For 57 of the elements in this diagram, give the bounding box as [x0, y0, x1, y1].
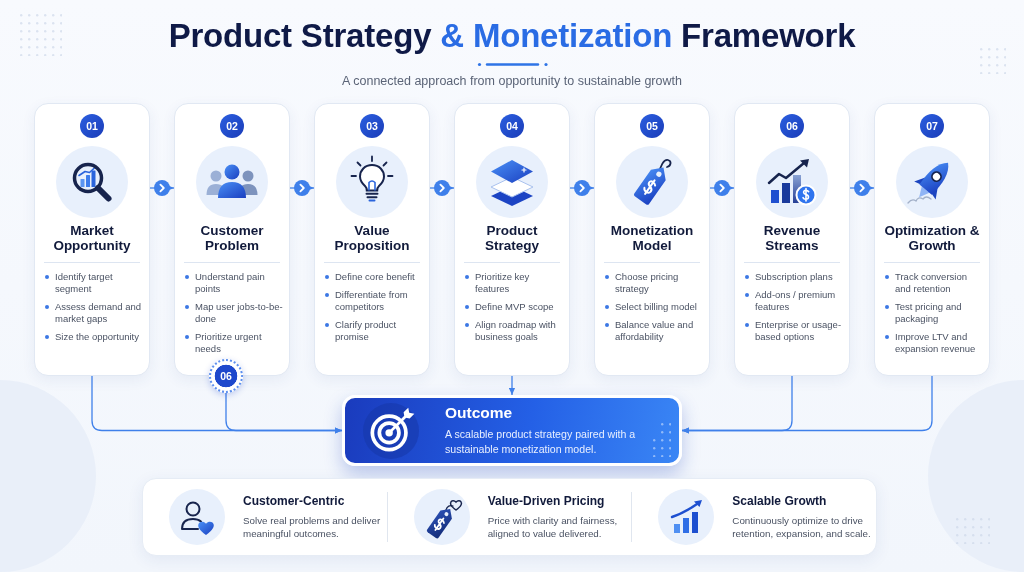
step-title: Value Proposition — [333, 223, 411, 253]
principles-panel — [142, 478, 877, 556]
bullet-text: Define core benefit — [325, 271, 423, 283]
step-number-badge: 06 — [780, 114, 804, 138]
step-number-badge: 03 — [360, 114, 384, 138]
step-card — [734, 103, 850, 376]
step-title: Revenue Streams — [762, 223, 822, 253]
bullet-text: Improve LTV and expansion revenue — [885, 331, 983, 355]
bullet-text: Identify target segment — [45, 271, 143, 295]
step-title: Product Strategy — [484, 223, 540, 253]
step-number-badge: 06 — [209, 359, 243, 393]
step-card — [454, 103, 570, 376]
bullet-text: Map user jobs-to-be-done — [185, 301, 283, 325]
bullet-text: Choose pricing strategy — [605, 271, 703, 295]
step-title: Customer Problem — [199, 223, 265, 253]
step-title: Optimization & Growth — [883, 223, 981, 253]
outcome-box — [342, 395, 682, 466]
outcome-title: Outcome — [445, 404, 514, 422]
bullet-text: Track conversion and retention — [885, 271, 983, 295]
step-number-badge: 01 — [80, 114, 104, 138]
principle-description: Price with clarity and fairness, aligned to value delivered. — [487, 514, 619, 540]
bullet-text: Clarify product promise — [325, 319, 423, 343]
bullet-text: Differentiate from competitors — [325, 289, 423, 313]
step-number-badge: 05 — [640, 114, 664, 138]
principle-title: Scalable Growth — [732, 494, 828, 509]
arrow — [225, 392, 343, 434]
bullet-text: Enterprise or usage-based options — [745, 319, 843, 343]
arrow — [508, 375, 516, 396]
arrow — [681, 375, 933, 434]
principle-description: Continuously optimize to drive retention, expansion, and scale. — [732, 514, 872, 540]
step-number-badge: 04 — [500, 114, 524, 138]
subtitle: A connected approach from opportunity to sustainable growth — [342, 73, 682, 89]
title: Product Strategy & Monetization Framework — [168, 16, 856, 56]
bullet-text: Subscription plans — [745, 271, 843, 283]
step-card — [594, 103, 710, 376]
bullet-text: Test pricing and packaging — [885, 301, 983, 325]
step-number-badge: 02 — [220, 114, 244, 138]
principle-title: Customer-Centric — [243, 494, 346, 509]
step-title: Market Opportunity — [52, 223, 132, 253]
bullet-text: Prioritize key features — [465, 271, 563, 295]
bullet-text: Define MVP scope — [465, 301, 563, 313]
bullet-text: Prioritize urgent needs — [185, 331, 283, 355]
principle-description: Solve real problems and deliver meaningful outcomes. — [243, 514, 382, 540]
bullet-text: Balance value and affordability — [605, 319, 703, 343]
bullet-text: Understand pain points — [185, 271, 283, 295]
step-card — [874, 103, 990, 376]
step-card — [34, 103, 150, 376]
step-title: Monetization Model — [609, 223, 695, 253]
bullet-text: Size the opportunity — [45, 331, 143, 343]
principle-title: Value-Driven Pricing — [487, 494, 606, 509]
outcome-description: A scalable product strategy paired with a sustainable monetization model. — [445, 427, 637, 457]
bullet-text: Assess demand and market gaps — [45, 301, 143, 325]
bullet-text: Select billing model — [605, 301, 703, 313]
step-number-badge: 07 — [920, 114, 944, 138]
bullet-text: Align roadmap with business goals — [465, 319, 563, 343]
step-card — [314, 103, 430, 376]
bullet-text: Add-ons / premium features — [745, 289, 843, 313]
